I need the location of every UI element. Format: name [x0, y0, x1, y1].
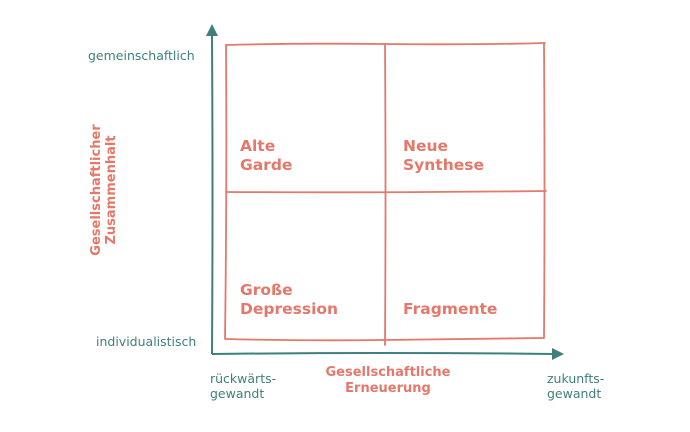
quadrant-top-right-line2: Synthese: [403, 156, 484, 174]
quadrant-top-left-line1: Alte: [240, 137, 276, 155]
y-axis-title: Gesellschaftlicher Zusammenhalt: [89, 110, 119, 270]
grid-left: [224, 44, 228, 340]
x-axis-arrow-icon: [552, 348, 564, 360]
quadrant-top-left-line2: Garde: [240, 156, 293, 174]
x-axis-right-line2: gewandt: [547, 386, 602, 401]
x-axis-left-line2: gewandt: [210, 386, 265, 401]
x-axis-title-line1: Gesellschaftliche: [325, 365, 451, 380]
quadrant-top-left: Alte Garde: [240, 137, 292, 175]
grid-middle-vertical: [384, 43, 387, 346]
x-axis-right-line1: zukunfts-: [547, 371, 605, 386]
quadrant-bottom-left-line2: Depression: [240, 300, 339, 318]
axes: [211, 33, 555, 355]
x-axis-left-line1: rückwärts-: [210, 371, 277, 386]
quadrant-top-right: Neue Synthese: [403, 137, 484, 175]
quadrant-bottom-right: Fragmente: [403, 300, 497, 319]
x-axis-title-line2: Erneuerung: [345, 381, 431, 396]
y-axis-title-line2: Zusammenhalt: [104, 135, 119, 245]
quadrant-bottom-left-line1: Große: [240, 281, 293, 299]
y-axis-bottom-label: individualistisch: [96, 334, 197, 349]
x-axis-right-label: zukunfts- gewandt: [547, 371, 604, 401]
quadrant-bottom-left: Große Depression: [240, 281, 338, 319]
x-axis-left-label: rückwärts- gewandt: [210, 371, 276, 401]
quadrant-top-right-line1: Neue: [403, 137, 449, 155]
y-axis-title-line1: Gesellschaftlicher: [89, 124, 104, 256]
x-axis-title: Gesellschaftliche Erneuerung: [318, 365, 458, 397]
y-axis-arrow-icon: [206, 24, 218, 36]
x-axis: [211, 352, 555, 355]
grid: [224, 42, 547, 346]
y-axis: [211, 33, 214, 355]
grid-middle-horizontal: [225, 190, 547, 194]
y-axis-top-label: gemeinschaftlich: [88, 48, 195, 63]
quadrant-bottom-right-line1: Fragmente: [403, 300, 498, 318]
